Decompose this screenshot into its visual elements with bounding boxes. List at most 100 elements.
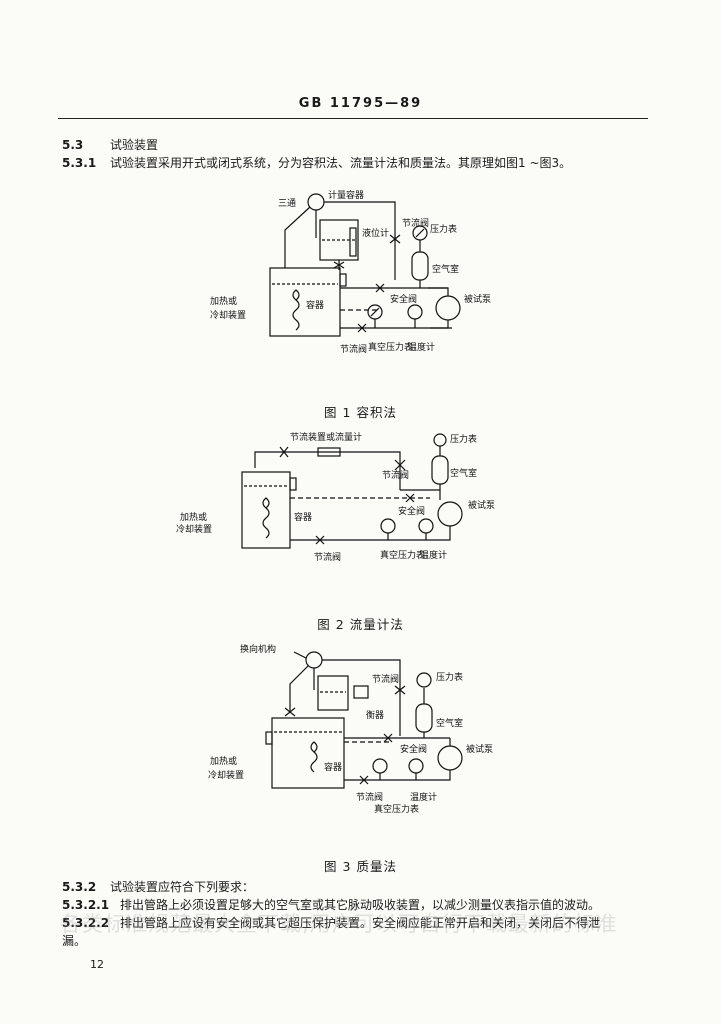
page-number: 12: [90, 958, 104, 971]
figure-2-caption: 图 2 流量计法: [317, 617, 404, 632]
scale: [353, 685, 369, 699]
label-throttle-valve-2: 节流阀: [356, 791, 383, 803]
test-pump: [435, 295, 461, 321]
test-pump: [437, 501, 463, 527]
tank: [241, 471, 291, 549]
flow-meter: [317, 447, 341, 457]
test-pump: [437, 745, 463, 771]
suction-line: [290, 526, 451, 541]
label-pressure-gauge: 压力表: [430, 223, 457, 235]
label-throttle-valve-2: 节流阀: [314, 551, 341, 563]
label-test-pump: 被试泵: [468, 499, 495, 511]
return-pipe: [324, 201, 396, 232]
figure-1-caption: 图 1 容积法: [324, 405, 397, 420]
label-level-gauge: 液位计: [362, 227, 389, 239]
safety-valve: [375, 283, 385, 293]
label-flow-device: 节流装置或流量计: [290, 431, 362, 443]
throttle-valve-1: [394, 459, 406, 471]
label-heating-2: 冷却装置: [210, 309, 246, 321]
thermometer: [407, 304, 423, 320]
throttle-valve-1: [389, 234, 401, 244]
label-air-chamber: 空气室: [436, 717, 463, 729]
thermometer: [418, 518, 434, 534]
three-way-valve: [307, 193, 325, 211]
label-thermometer: 温度计: [420, 549, 447, 561]
throttle-valve-2: [359, 775, 369, 785]
label-throttle-valve-1: 节流阀: [372, 673, 399, 685]
suction-line: [344, 770, 451, 781]
label-thermometer: 温度计: [408, 341, 435, 353]
figure-1-diagram: 三通 计量容器 液位计 节流阀 压力表 空气室 安全阀 被试泵 加热或 冷却装置…: [210, 189, 491, 355]
top-valve: [279, 446, 289, 458]
throttle-valve-2: [315, 535, 325, 545]
figure-3-diagram: 换向机构 节流阀 衡器 压力表 空气室 安全阀 被试泵 加热或 冷却装置 容器 …: [208, 643, 493, 815]
label-pressure-gauge: 压力表: [436, 671, 463, 683]
tank: [271, 717, 345, 789]
label-safety-valve: 安全阀: [398, 505, 425, 517]
bypass-pipe: [289, 665, 309, 712]
throttle-valve-1: [394, 685, 406, 695]
label-heating-1: 加热或: [210, 755, 237, 767]
safety-valve: [405, 493, 415, 503]
pressure-gauge: [412, 225, 428, 241]
label-heating-2: 冷却装置: [176, 523, 212, 535]
label-diverter: 换向机构: [240, 643, 276, 655]
label-heating-1: 加热或: [180, 511, 207, 523]
label-safety-valve: 安全阀: [400, 743, 427, 755]
label-test-pump: 被试泵: [464, 293, 491, 305]
drain-valve: [333, 261, 345, 269]
air-chamber: [431, 455, 449, 485]
drain-valve: [284, 707, 296, 717]
diverter-mechanism: [305, 651, 323, 669]
tank: [269, 267, 341, 337]
thermometer: [408, 758, 424, 774]
level-gauge: [349, 227, 357, 257]
heating-coil: [292, 289, 300, 331]
throttle-valve-2: [357, 323, 367, 333]
heating-coil: [262, 497, 270, 539]
label-throttle-valve-2: 节流阀: [340, 343, 367, 355]
air-chamber: [411, 251, 429, 281]
air-chamber: [415, 703, 433, 733]
label-safety-valve: 安全阀: [390, 293, 417, 305]
label-vacuum-gauge: 真空压力表: [374, 803, 419, 815]
label-heating-1: 加热或: [210, 295, 237, 307]
label-vacuum-gauge: 真空压力表: [368, 341, 413, 353]
label-scale: 衡器: [366, 709, 384, 721]
watermark: 各类标准规范最大全下载,用户可以可自行下载最新的标准: [60, 912, 618, 936]
return-pipe: [254, 451, 401, 468]
label-test-pump: 被试泵: [466, 743, 493, 755]
figure-2-diagram: 节流装置或流量计 节流阀 压力表 空气室 安全阀 被试泵 加热或 冷却装置 容器…: [176, 431, 495, 563]
label-throttle-valve-1: 节流阀: [382, 469, 409, 481]
label-thermometer: 温度计: [410, 791, 437, 803]
weighing-vessel: [317, 675, 349, 711]
figure-3-caption: 图 3 质量法: [324, 859, 397, 874]
header-rule: [58, 118, 648, 119]
label-vacuum-gauge: 真空压力表: [380, 549, 425, 561]
pressure-gauge: [416, 672, 432, 688]
vacuum-gauge: [372, 758, 388, 774]
safety-valve: [383, 733, 393, 743]
heating-coil: [310, 741, 318, 773]
pressure-gauge: [433, 433, 447, 447]
label-pressure-gauge: 压力表: [450, 433, 477, 445]
return-pipe: [322, 659, 401, 684]
label-air-chamber: 空气室: [450, 467, 477, 479]
label-tank: 容器: [306, 299, 324, 311]
label-tank: 容器: [324, 761, 342, 773]
section-5-3-2-2-continued: 漏。: [62, 934, 87, 948]
label-tank: 容器: [294, 511, 312, 523]
bypass-pipe: [284, 206, 311, 268]
label-three-way: 三通: [278, 198, 296, 209]
page-header: GB 11795—89: [298, 96, 423, 111]
label-heating-2: 冷却装置: [208, 769, 244, 781]
vacuum-gauge: [380, 518, 396, 534]
label-throttle-valve-1: 节流阀: [402, 217, 429, 229]
label-air-chamber: 空气室: [432, 263, 459, 275]
label-measuring-vessel: 计量容器: [328, 189, 364, 201]
